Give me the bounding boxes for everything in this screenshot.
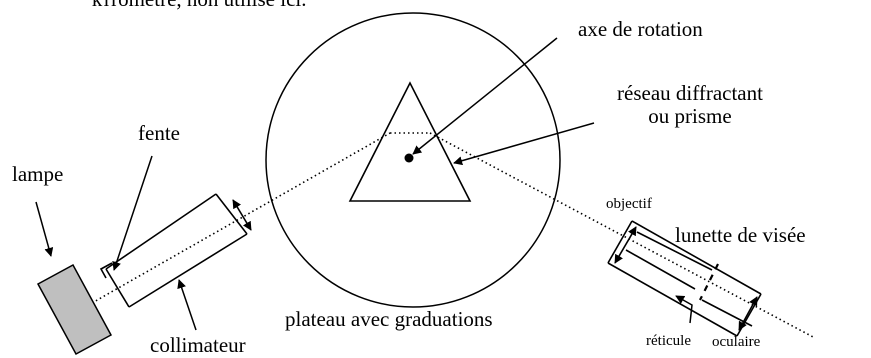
prism-triangle [348, 81, 472, 202]
label-lunette: lunette de visée [675, 223, 806, 247]
lamp-box [36, 263, 113, 356]
arrow-reticule [675, 295, 693, 324]
plateau-circle [265, 12, 561, 308]
label-reticule: réticule [646, 333, 691, 349]
label-axe-rotation: axe de rotation [578, 17, 703, 41]
label-objectif: objectif [606, 196, 652, 212]
label-reseau-line1: réseau diffractant [617, 81, 763, 105]
label-collimateur: collimateur [150, 333, 246, 357]
label-reseau: réseau diffractant ou prisme [580, 81, 800, 129]
collimator-lens-arrow [232, 199, 252, 231]
objective-lens-arrow [614, 226, 637, 264]
arrow-fente [112, 155, 153, 271]
arrow-axe-rotation [412, 37, 558, 155]
label-fente: fente [138, 121, 180, 145]
header-cut-text: ктromètre, non utilisé ici. [92, 0, 306, 11]
collimator-tube [105, 193, 248, 308]
eyepiece-lens-arrow [738, 296, 758, 331]
arrow-lampe [35, 201, 54, 257]
label-oculaire: oculaire [712, 334, 761, 350]
slit-bracket [99, 262, 113, 279]
label-lampe: lampe [12, 162, 64, 186]
rotation-axis-dot [404, 153, 414, 163]
arrow-reseau [453, 122, 595, 166]
label-plateau: plateau avec graduations [285, 307, 493, 331]
label-reseau-line2: ou prisme [648, 104, 732, 129]
arrow-collimateur [177, 279, 197, 331]
